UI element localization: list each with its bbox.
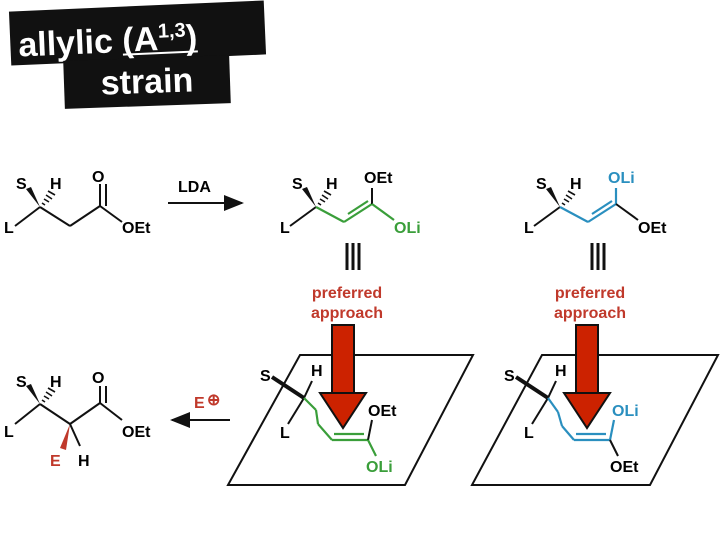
alkylated-product: S H O L OEt E H bbox=[4, 370, 151, 470]
approach-label-blue-1: preferred bbox=[555, 285, 625, 302]
equivalence-mark-green bbox=[345, 243, 361, 270]
enolate-blue: S H OLi L OEt bbox=[524, 170, 667, 237]
atom-L: L bbox=[524, 220, 534, 237]
atom-O: O bbox=[92, 370, 104, 387]
enolate-green: S H OEt L OLi bbox=[280, 170, 421, 237]
atom-H: H bbox=[50, 176, 62, 193]
atom-L: L bbox=[4, 220, 14, 237]
atom-S: S bbox=[260, 368, 271, 385]
plane-blue bbox=[470, 354, 720, 486]
atom-OLi: OLi bbox=[394, 220, 421, 237]
atom-L: L bbox=[4, 424, 14, 441]
atom-OEt: OEt bbox=[122, 220, 151, 237]
atom-OLi: OLi bbox=[612, 403, 639, 420]
atom-OEt: OEt bbox=[122, 424, 151, 441]
atom-OLi: OLi bbox=[608, 170, 635, 187]
atom-O: O bbox=[92, 169, 104, 186]
atom-OEt: OEt bbox=[610, 459, 639, 476]
plane-green bbox=[226, 354, 475, 486]
atom-H: H bbox=[570, 176, 582, 193]
electrophile-label: E bbox=[194, 395, 205, 412]
starting-ester: S H O L OEt bbox=[4, 169, 151, 237]
atom-L: L bbox=[280, 220, 290, 237]
atom-H: H bbox=[326, 176, 338, 193]
atom-S: S bbox=[536, 176, 547, 193]
enolate-green-in-plane: S H L OEt OLi bbox=[260, 363, 397, 476]
atom-H: H bbox=[78, 453, 90, 470]
atom-S: S bbox=[16, 374, 27, 391]
atom-S: S bbox=[16, 176, 27, 193]
approach-label-green-1: preferred bbox=[312, 285, 382, 302]
equivalence-mark-blue bbox=[590, 243, 606, 270]
atom-L: L bbox=[280, 425, 290, 442]
atom-S: S bbox=[292, 176, 303, 193]
lda-label: LDA bbox=[178, 179, 211, 196]
atom-OLi: OLi bbox=[366, 459, 393, 476]
atom-H: H bbox=[311, 363, 323, 380]
approach-label-blue-2: approach bbox=[554, 305, 626, 322]
atom-S: S bbox=[504, 368, 515, 385]
atom-H: H bbox=[50, 374, 62, 391]
approach-arrow-blue bbox=[562, 324, 612, 430]
atom-H: H bbox=[555, 363, 567, 380]
electrophile-charge: ⊕ bbox=[207, 392, 220, 409]
atom-OEt: OEt bbox=[638, 220, 667, 237]
atom-L: L bbox=[524, 425, 534, 442]
atom-OEt: OEt bbox=[368, 403, 397, 420]
atom-E: E bbox=[50, 453, 61, 470]
atom-OEt: OEt bbox=[364, 170, 393, 187]
approach-arrow-green bbox=[318, 324, 368, 430]
enolate-blue-in-plane: S H L OLi OEt bbox=[504, 363, 639, 476]
approach-label-green-2: approach bbox=[311, 305, 383, 322]
